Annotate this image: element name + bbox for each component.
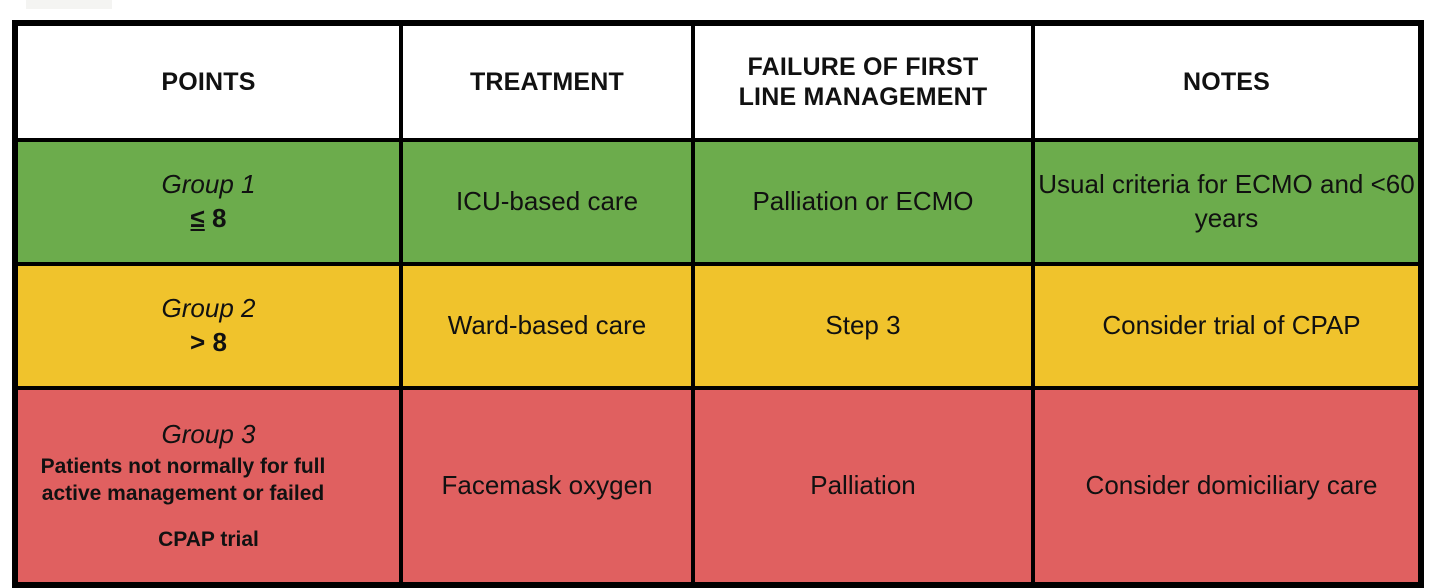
cell-notes-group-3: Consider domiciliary care <box>1031 386 1423 587</box>
cell-failure-group-2: Step 3 <box>691 262 1035 390</box>
group-3-title: Group 3 <box>161 419 256 450</box>
group-3-description: Patients not normally for full active ma… <box>40 454 326 506</box>
group-2-title: Group 2 <box>161 293 256 324</box>
group-1-points-number: 8 <box>212 203 227 233</box>
column-header-failure-line-2: LINE MANAGEMENT <box>738 83 988 111</box>
table-row-group-2: Group 2 > 8 Ward-based care Step 3 Consi… <box>13 262 1423 390</box>
group-3-description-continued: CPAP trial <box>158 527 259 551</box>
table-header-row: POINTS TREATMENT FAILURE OF FIRST LINE M… <box>13 21 1423 142</box>
table-row-group-3: Group 3 Patients not normally for full a… <box>13 386 1423 587</box>
group-2-points-number: 8 <box>212 327 227 357</box>
cell-points-group-1: Group 1 ≤ 8 <box>13 138 403 266</box>
cell-failure-group-1: Palliation or ECMO <box>691 138 1035 266</box>
greater-than-sign: > <box>190 327 206 357</box>
column-header-notes: NOTES <box>1031 21 1423 142</box>
column-header-points: POINTS <box>13 21 403 142</box>
less-than-or-equal-sign: ≤ <box>190 203 205 233</box>
group-1-points-value: ≤ 8 <box>18 203 399 235</box>
cell-treatment-group-1: ICU-based care <box>399 138 695 266</box>
table-row-group-1: Group 1 ≤ 8 ICU-based care Palliation or… <box>13 138 1423 266</box>
escalation-decision-table: POINTS TREATMENT FAILURE OF FIRST LINE M… <box>12 20 1424 588</box>
top-left-scan-artifact <box>26 0 112 9</box>
group-2-points-value: > 8 <box>18 327 399 359</box>
cell-treatment-group-3: Facemask oxygen <box>399 386 695 587</box>
cell-notes-group-1: Usual criteria for ECMO and <60 years <box>1031 138 1423 266</box>
escalation-decision-table-wrapper: POINTS TREATMENT FAILURE OF FIRST LINE M… <box>12 20 1424 588</box>
cell-treatment-group-2: Ward-based care <box>399 262 695 390</box>
cell-notes-group-2: Consider trial of CPAP <box>1031 262 1423 390</box>
cell-points-group-2: Group 2 > 8 <box>13 262 403 390</box>
column-header-treatment: TREATMENT <box>399 21 695 142</box>
group-1-title: Group 1 <box>161 169 256 200</box>
cell-failure-group-3: Palliation <box>691 386 1035 587</box>
column-header-failure-of-first-line-management: FAILURE OF FIRST LINE MANAGEMENT <box>691 21 1035 142</box>
column-header-failure-line-1: FAILURE OF FIRST <box>747 52 979 81</box>
cell-points-group-3: Group 3 Patients not normally for full a… <box>13 386 403 587</box>
